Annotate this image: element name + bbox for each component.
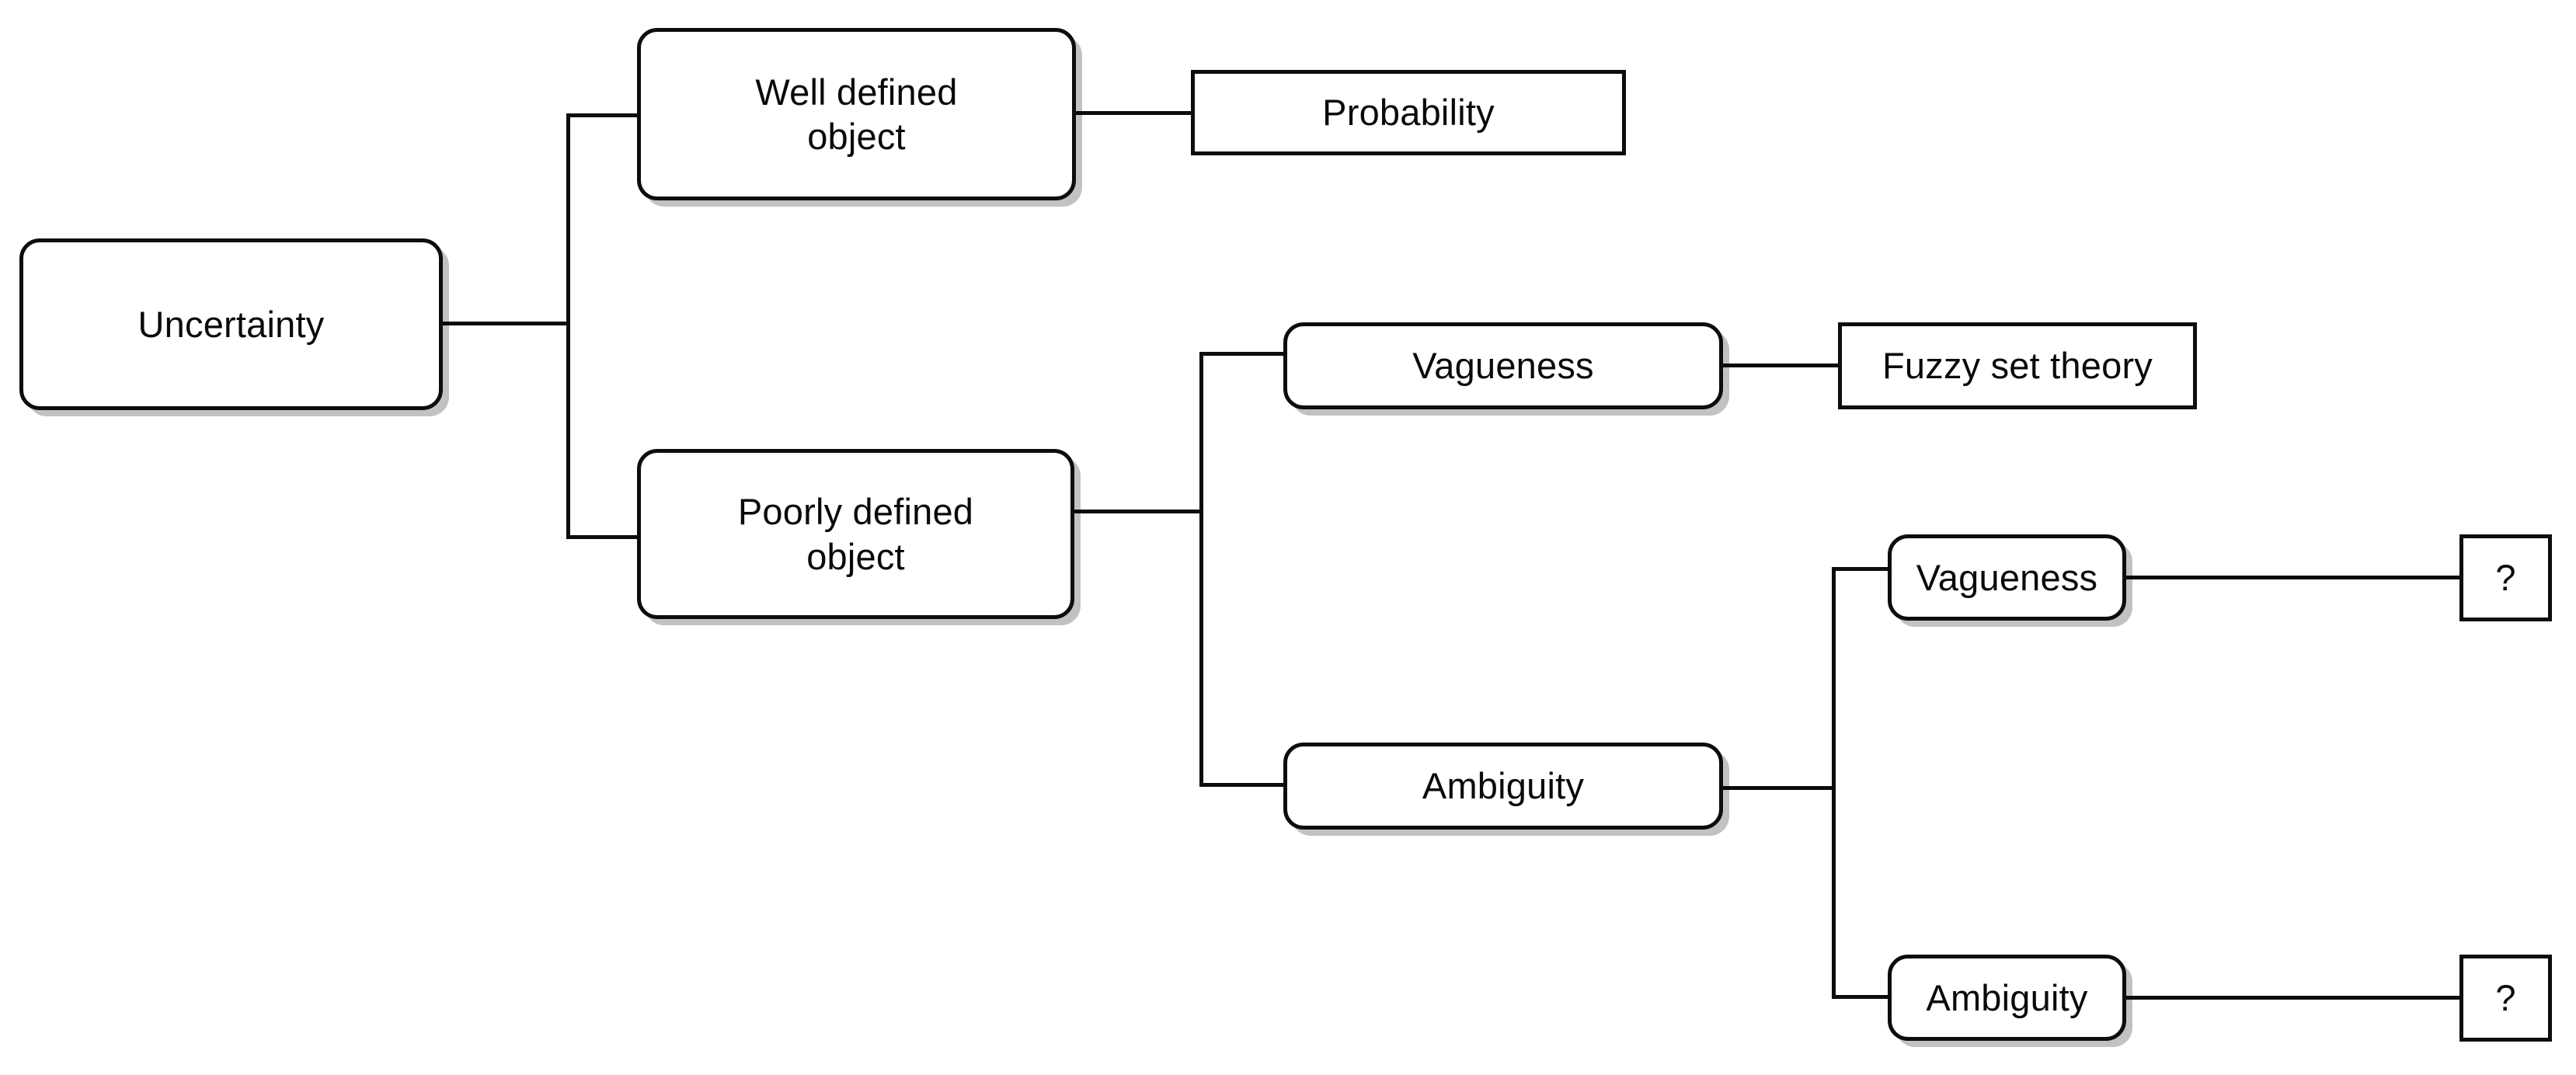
edge-vagueness1-to-fuzzy-set-theory [1721, 364, 1841, 367]
node-vagueness-level2-label: Vagueness [1412, 345, 1594, 387]
edge-trunk3-to-vagueness2 [1832, 567, 1892, 571]
node-vagueness-level2[interactable]: Vagueness [1283, 322, 1723, 409]
edge-trunk1-to-well-defined [566, 113, 640, 117]
edge-root-to-trunk1 [441, 322, 569, 325]
edge-ambiguity2-to-unknown2 [2125, 996, 2463, 1000]
edge-poorly-defined-to-trunk2 [1072, 510, 1203, 513]
node-vagueness-level3[interactable]: Vagueness [1888, 534, 2126, 621]
node-well-defined-object-label: Well defined object [755, 71, 958, 157]
node-fuzzy-set-theory-label: Fuzzy set theory [1882, 345, 2153, 387]
node-fuzzy-set-theory[interactable]: Fuzzy set theory [1838, 322, 2197, 409]
node-poorly-defined-object-label: Poorly defined object [737, 491, 974, 577]
node-ambiguity-level3[interactable]: Ambiguity [1888, 955, 2126, 1041]
edge-trunk1-vertical [566, 113, 570, 539]
node-probability[interactable]: Probability [1191, 70, 1626, 155]
node-unknown-ambiguity-label: ? [2495, 977, 2516, 1019]
node-ambiguity-level3-label: Ambiguity [1926, 976, 2088, 1018]
edge-trunk2-vertical [1199, 352, 1203, 787]
edge-trunk2-to-vagueness1 [1199, 352, 1286, 356]
node-vagueness-level3-label: Vagueness [1916, 556, 2098, 598]
node-unknown-vagueness-label: ? [2495, 557, 2516, 599]
node-unknown-ambiguity[interactable]: ? [2459, 955, 2552, 1042]
edge-trunk3-to-ambiguity2 [1832, 995, 1892, 999]
node-probability-label: Probability [1322, 92, 1495, 134]
edge-well-defined-to-probability [1074, 111, 1194, 115]
node-poorly-defined-object[interactable]: Poorly defined object [637, 449, 1074, 619]
edge-ambiguity1-to-trunk3 [1721, 786, 1836, 790]
node-ambiguity-level2-label: Ambiguity [1422, 765, 1585, 807]
node-uncertainty[interactable]: Uncertainty [19, 238, 443, 410]
edge-trunk1-to-poorly-defined [566, 535, 640, 539]
node-uncertainty-label: Uncertainty [138, 303, 325, 345]
edge-vagueness2-to-unknown1 [2125, 576, 2463, 579]
edge-trunk2-to-ambiguity1 [1199, 783, 1286, 787]
node-unknown-vagueness[interactable]: ? [2459, 534, 2552, 621]
node-ambiguity-level2[interactable]: Ambiguity [1283, 743, 1723, 830]
edge-trunk3-vertical [1832, 567, 1836, 999]
node-well-defined-object[interactable]: Well defined object [637, 28, 1076, 200]
